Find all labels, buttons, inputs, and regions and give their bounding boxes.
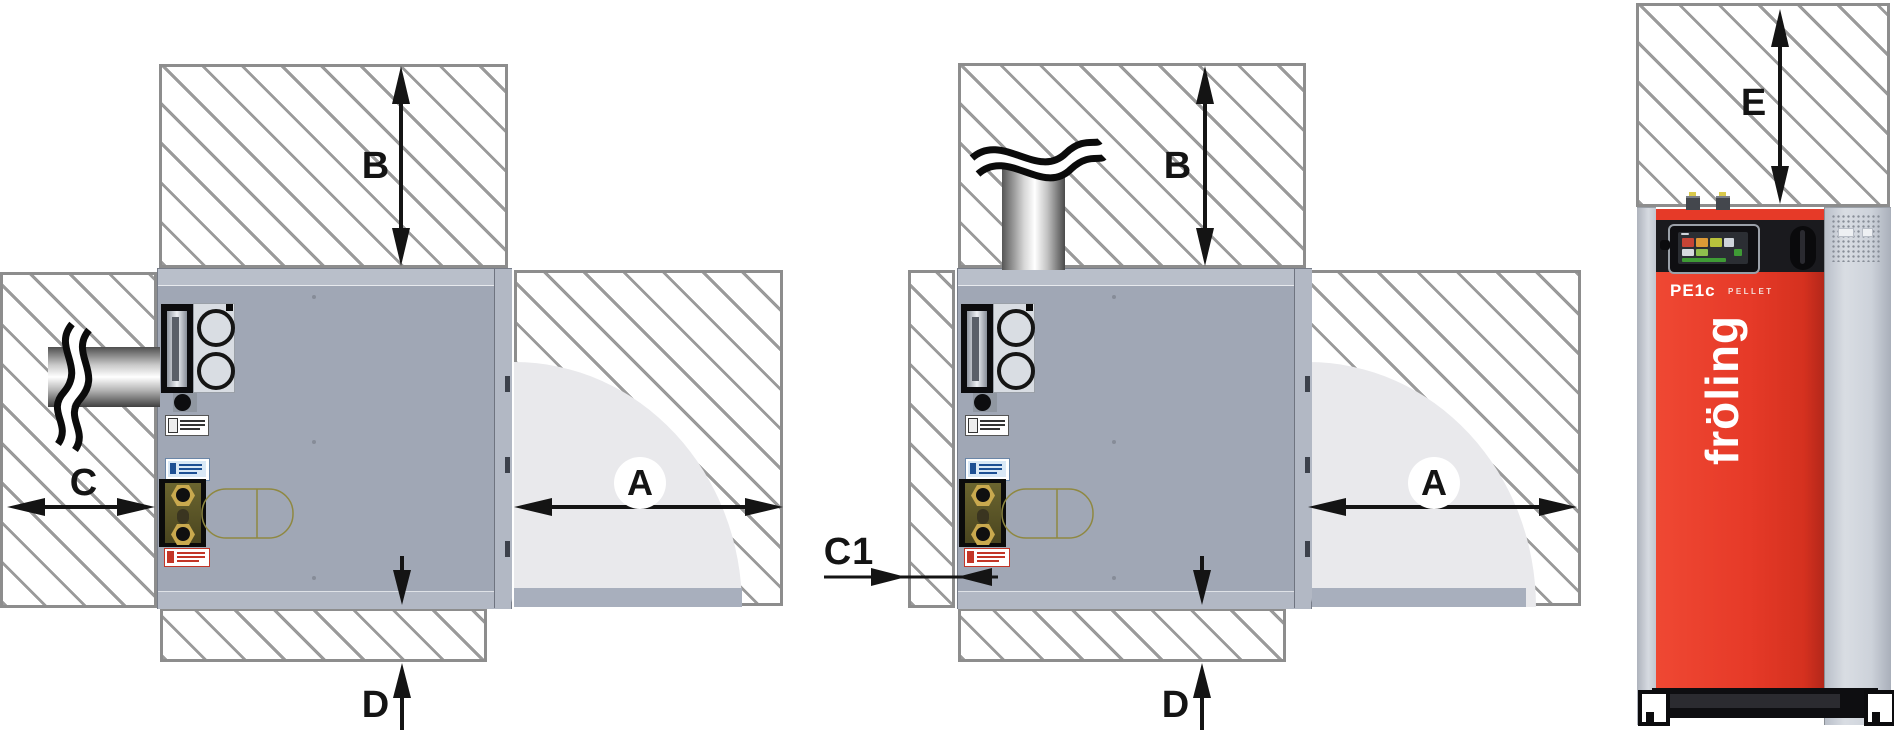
dim-label-a-middle: A	[1408, 457, 1460, 509]
boiler-foot	[1872, 712, 1880, 724]
pipe-stub	[1686, 196, 1700, 210]
chimney-pipe	[1002, 168, 1065, 270]
middle-diagram-wall-left	[908, 270, 955, 608]
pipe-clamp-ring	[197, 309, 235, 347]
front-red-top-strip	[1656, 209, 1824, 220]
door-hinge-mark	[1305, 376, 1310, 392]
pipe-clamp-ring	[997, 352, 1035, 390]
warning-label-blue	[165, 458, 210, 481]
screw-dot	[312, 576, 316, 580]
model-text: PE1c	[1670, 281, 1716, 300]
boiler-right-side-panel	[1824, 207, 1891, 725]
dim-label-a-left: A	[614, 457, 666, 509]
display-side-button	[1660, 240, 1670, 250]
warning-label-white	[965, 415, 1009, 436]
warning-label-white	[165, 415, 209, 436]
hydraulic-panel	[959, 479, 1006, 547]
boiler-top-edge-strip	[158, 269, 511, 286]
boiler-left-side-panel	[1637, 207, 1656, 725]
warning-label-red	[164, 548, 210, 567]
warning-label-blue	[965, 458, 1010, 481]
corner-mark	[226, 304, 233, 311]
pipe-stub-cap	[1689, 192, 1696, 197]
boiler-foot	[1646, 712, 1654, 724]
dim-label-c: C	[69, 461, 99, 504]
screw-dot	[312, 295, 316, 299]
screw-dot	[1112, 576, 1116, 580]
dim-label-e: E	[1740, 81, 1768, 124]
vent-sticker	[1862, 228, 1873, 237]
flue-rod	[972, 317, 979, 381]
boiler-top-edge-strip	[958, 269, 1311, 286]
warning-label-red	[964, 548, 1010, 567]
dim-label-c1: C1	[823, 530, 875, 573]
pipe-clamp-ring	[997, 309, 1035, 347]
series-text: PELLET	[1728, 287, 1774, 296]
boiler-front-view: PE1c PELLET fröling	[1637, 192, 1894, 726]
hydraulic-panel	[159, 479, 206, 547]
boiler-door-edge	[494, 269, 512, 608]
front-red-panel	[1656, 272, 1824, 688]
dim-label-d-left: D	[361, 683, 391, 726]
left-diagram-wall-top	[159, 64, 508, 268]
dim-label-b-middle: B	[1163, 144, 1193, 187]
vent-grille	[1831, 214, 1881, 262]
door-handle	[1790, 226, 1816, 270]
dim-label-d-middle: D	[1161, 683, 1191, 726]
vent-sticker	[1838, 228, 1854, 237]
boiler-bottom-edge-strip	[158, 591, 511, 609]
boiler-foot	[1638, 690, 1670, 726]
left-open-door	[514, 588, 742, 607]
flue-rod	[172, 317, 179, 381]
pipe-stub-cap	[1719, 192, 1726, 197]
door-hinge-mark	[505, 541, 510, 557]
corner-mark	[1026, 304, 1033, 311]
pipe-stub	[1716, 196, 1730, 210]
left-diagram-wall-left	[0, 272, 157, 608]
knob	[174, 394, 191, 411]
door-hinge-mark	[1305, 457, 1310, 473]
middle-boiler-top-view	[957, 268, 1312, 609]
middle-open-door	[1308, 588, 1526, 607]
dim-label-b-left: B	[361, 144, 391, 187]
touch-display	[1668, 224, 1760, 274]
left-boiler-top-view	[157, 268, 512, 609]
door-hinge-mark	[505, 457, 510, 473]
screw-dot	[1112, 295, 1116, 299]
door-hinge-mark	[505, 376, 510, 392]
brand-logo-vertical: fröling	[1696, 314, 1748, 466]
middle-diagram-wall-bottom	[958, 608, 1286, 662]
door-hinge-mark	[1305, 541, 1310, 557]
flue-pipe	[48, 347, 160, 407]
screw-dot	[312, 440, 316, 444]
screw-dot	[1112, 440, 1116, 444]
boiler-base-inset	[1670, 694, 1840, 708]
pipe-clamp-ring	[197, 352, 235, 390]
left-diagram-wall-bottom	[160, 608, 487, 662]
front-diagram-wall-top	[1636, 3, 1890, 207]
knob	[974, 394, 991, 411]
boiler-door-edge	[1294, 269, 1312, 608]
boiler-bottom-edge-strip	[958, 591, 1311, 609]
